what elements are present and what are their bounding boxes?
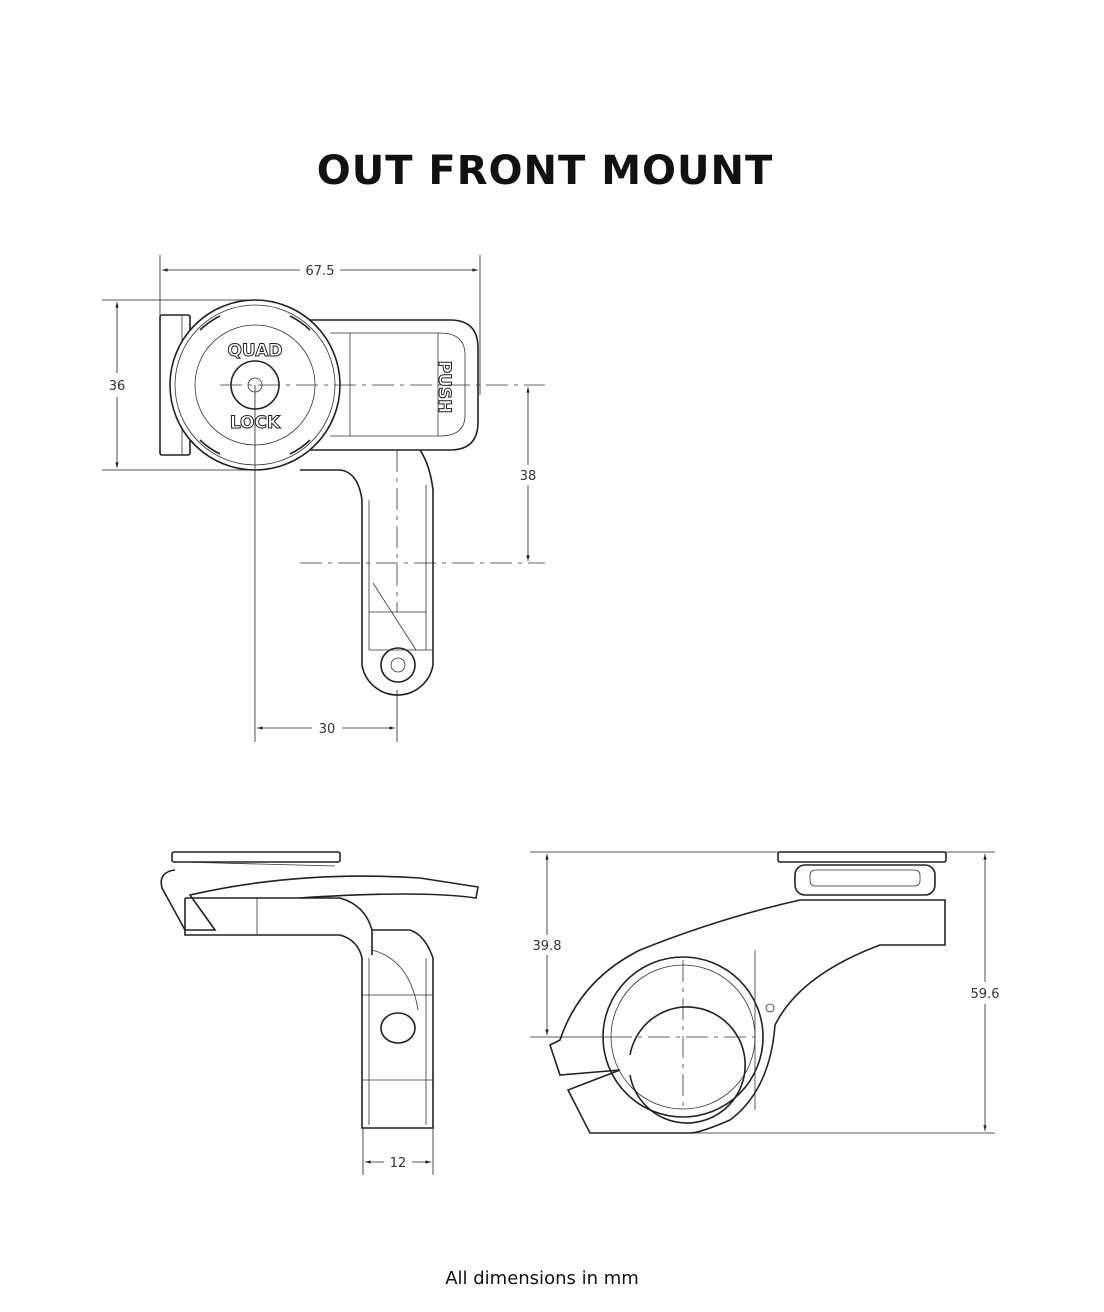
page-title: OUT FRONT MOUNT <box>316 148 774 194</box>
logo-quad: QUAD <box>227 341 282 361</box>
dim-overall-59-6: 59.6 <box>971 987 1000 1002</box>
push-label: PUSH <box>434 361 454 414</box>
logo-lock: LOCK <box>230 413 281 433</box>
dim-offset-38: 38 <box>520 469 537 484</box>
side-view: 12 <box>160 851 479 1175</box>
dim-offset-30: 30 <box>319 722 336 737</box>
dim-clamp-39-8: 39.8 <box>533 939 562 954</box>
dim-stem-12: 12 <box>390 1156 407 1171</box>
dim-height-36: 36 <box>109 379 126 394</box>
footer-note: All dimensions in mm <box>445 1268 639 1289</box>
top-view: PUSH QUAD LOCK 67.5 <box>102 255 545 742</box>
clamp-view: 39.8 59.6 <box>530 851 1000 1134</box>
dim-width-67-5: 67.5 <box>306 264 335 279</box>
